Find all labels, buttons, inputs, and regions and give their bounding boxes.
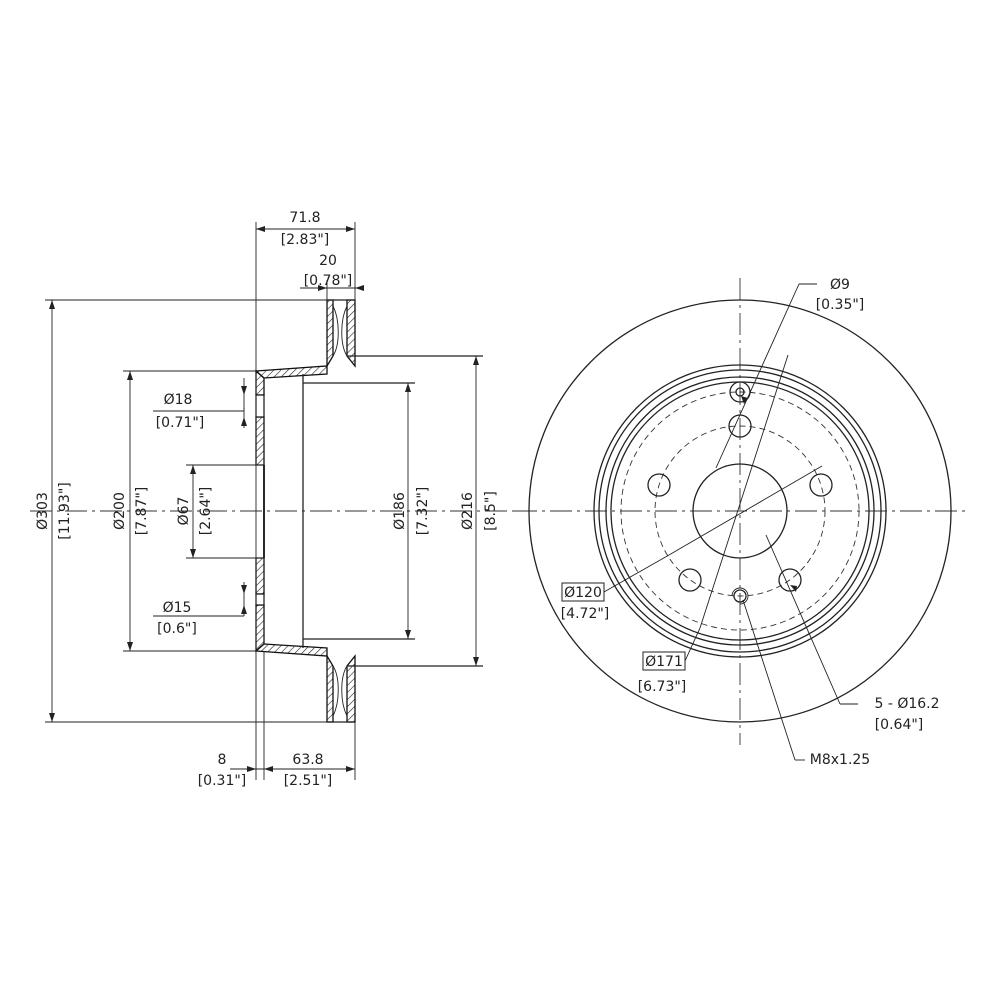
- front-view: Ø9 [0.35"] Ø120 [4.72"] Ø171 [6.73"] 5 -…: [515, 277, 968, 768]
- dim-thread: M8x1.25: [810, 752, 870, 768]
- pcd-171-circle: [620, 391, 860, 631]
- dim-hole-15: Ø15: [163, 600, 192, 616]
- disc-vane-bottom: [332, 665, 348, 717]
- dim-small-hole: Ø9: [830, 277, 850, 293]
- flange-hole-18: [255, 394, 265, 418]
- dim-disc-thickness: 20: [319, 253, 337, 269]
- hat-ring-3: [605, 376, 875, 646]
- dim-hat-diameter: Ø200: [112, 492, 128, 530]
- dim-drum-diameter-inch: [8.5"]: [483, 491, 499, 531]
- dim-pcd-inch: [6.73"]: [638, 679, 687, 695]
- hat-ring-2: [598, 369, 882, 653]
- dim-flange-thickness-inch: [0.31"]: [198, 773, 247, 789]
- leader-120: [603, 554, 670, 593]
- dim-hat-diameter-inch: [7.87"]: [134, 487, 150, 536]
- leader-thread: [742, 599, 796, 761]
- dim-disc-thickness-inch: [0.78"]: [304, 273, 353, 289]
- disc-vane-top: [332, 305, 348, 357]
- hat-ring-outer: [593, 364, 887, 658]
- disc-outer-edge: [528, 299, 952, 723]
- threaded-hole: [733, 589, 747, 603]
- dim-hat-height-inch: [2.51"]: [284, 773, 333, 789]
- dim-small-hole-inch: [0.35"]: [816, 297, 865, 313]
- disc-ring-bottom-inner: [326, 653, 334, 723]
- bolt-hole-2: [809, 473, 833, 497]
- dim-flange-thickness: 8: [218, 752, 227, 768]
- dim-center-bore: Ø67: [176, 497, 192, 526]
- disc-ring-top-inner: [326, 299, 334, 369]
- dim-hole-15-inch: [0.6"]: [157, 621, 197, 637]
- dim-bolt-circle: Ø120: [564, 585, 602, 601]
- dim-drum-diameter: Ø216: [460, 492, 476, 530]
- dim-hole-18: Ø18: [164, 392, 193, 408]
- dim-bolt-holes: 5 - Ø16.2: [874, 696, 939, 712]
- dim-total-width: 71.8: [289, 210, 320, 226]
- hat-top-wall: [254, 365, 328, 379]
- leader-9: [715, 283, 800, 469]
- dim-inner-diameter-inch: [7.32"]: [415, 487, 431, 536]
- dim-outer-diameter-inch: [11.93"]: [57, 482, 73, 539]
- dim-center-bore-inch: [2.64"]: [198, 487, 214, 536]
- dim-bolt-holes-inch: [0.64"]: [875, 717, 924, 733]
- flange-hole-15: [255, 593, 265, 606]
- dim-hole-18-inch: [0.71"]: [156, 415, 205, 431]
- leader-171: [684, 627, 701, 662]
- leader-16-2: [765, 534, 841, 705]
- dim-outer-diameter: Ø303: [35, 492, 51, 530]
- dim-pcd: Ø171: [645, 654, 683, 670]
- dim-inner-diameter: Ø186: [392, 492, 408, 530]
- dim-total-width-inch: [2.83"]: [281, 232, 330, 248]
- dim-bolt-circle-inch: [4.72"]: [561, 606, 610, 622]
- center-bore: [692, 463, 788, 559]
- bolt-hole-4: [678, 568, 702, 592]
- hat-bottom-wall: [254, 643, 328, 657]
- side-section-view: 71.8 [2.83"] 20 [0.78"] Ø303 [11.93"] Ø2…: [30, 210, 520, 789]
- bolt-hole-3: [778, 568, 802, 592]
- bolt-circle-120: [654, 425, 826, 597]
- bolt-hole-5: [647, 473, 671, 497]
- dim-hat-height: 63.8: [292, 752, 323, 768]
